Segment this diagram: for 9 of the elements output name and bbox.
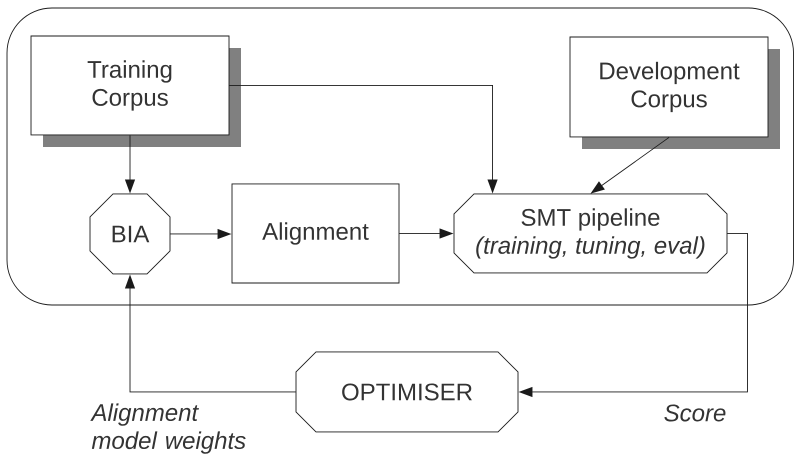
process-box: Alignment [232, 184, 400, 284]
shadowed-box: Development Corpus [570, 36, 780, 149]
octagon-box: SMT pipeline (training, tuning, eval) [454, 194, 728, 274]
edge-label: Score [664, 404, 726, 422]
octagon: BIA [90, 194, 170, 274]
shadowed-box: Training Corpus [30, 36, 241, 147]
edge-label: Alignment model weights [90, 403, 246, 454]
rounded-container [6, 8, 794, 306]
octagon-box: OPTIMISER [296, 352, 518, 432]
